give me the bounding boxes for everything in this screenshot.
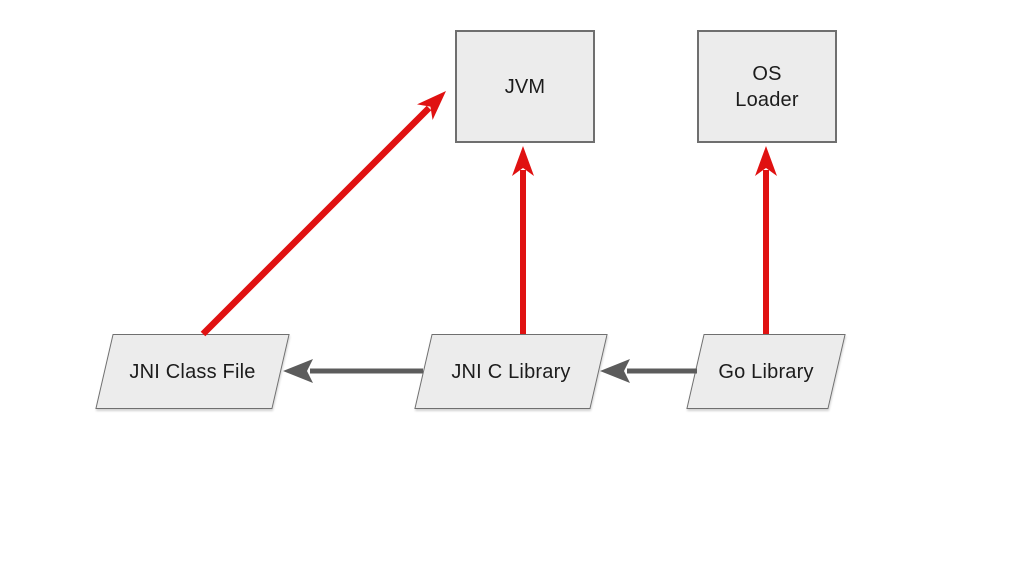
- edge-jni-c-library-to-jni-class-file-arrow: [283, 359, 423, 383]
- edge-jni-class-file-to-jvm-arrow: [200, 91, 446, 337]
- jni-c-library-node: JNI C Library: [414, 334, 608, 409]
- jvm-node: JVM: [455, 30, 595, 143]
- os-loader-node: OS Loader: [697, 30, 837, 143]
- jni-class-file-node-label: JNI Class File: [129, 360, 256, 383]
- os-loader-node-label: OS Loader: [735, 62, 799, 111]
- edge-jni-c-library-to-jvm-arrow: [512, 146, 534, 334]
- edge-go-library-to-os-loader-arrow: [755, 146, 777, 334]
- jni-c-library-node-label: JNI C Library: [451, 360, 571, 383]
- go-library-node-label: Go Library: [718, 360, 814, 383]
- jvm-node-label: JVM: [504, 75, 546, 98]
- go-library-node: Go Library: [686, 334, 846, 409]
- jni-class-file-node: JNI Class File: [95, 334, 290, 409]
- edge-go-library-to-jni-c-library-arrow: [600, 359, 697, 383]
